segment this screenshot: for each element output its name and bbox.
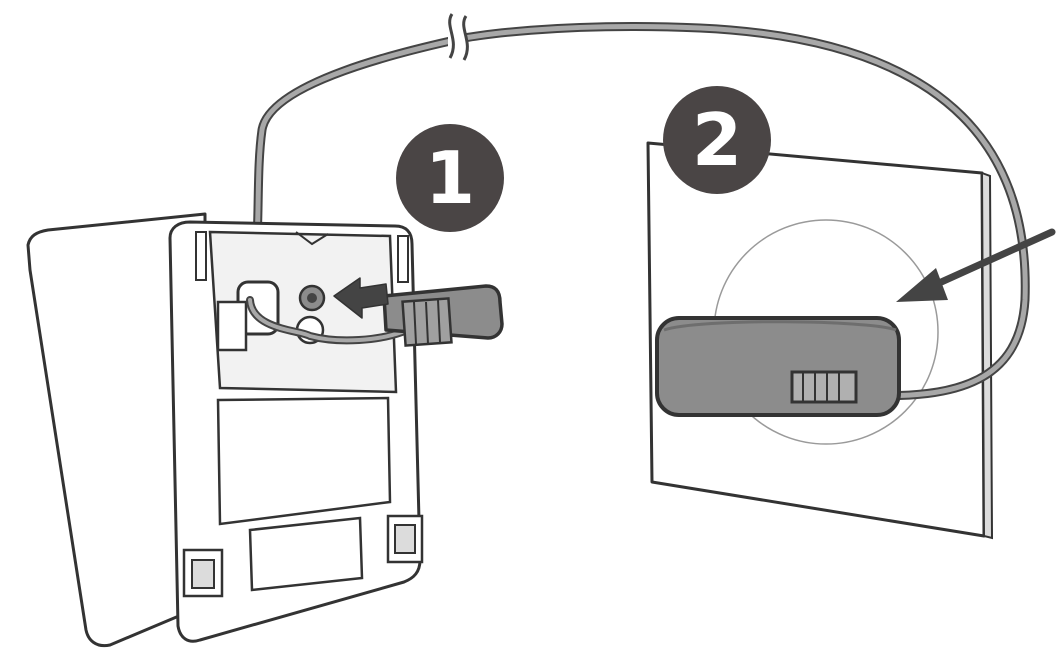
cable-break-icon xyxy=(448,13,469,62)
base-cable-routing-icon xyxy=(246,296,406,345)
step-1-badge: 1 xyxy=(396,124,504,232)
base-station-icon xyxy=(26,212,424,648)
power-adapter-icon xyxy=(655,316,901,417)
step-2-badge: 2 xyxy=(663,86,771,194)
push-arrow-icon xyxy=(333,277,389,319)
dc-plug-icon xyxy=(382,284,504,347)
insert-arrow-icon xyxy=(896,228,1056,302)
